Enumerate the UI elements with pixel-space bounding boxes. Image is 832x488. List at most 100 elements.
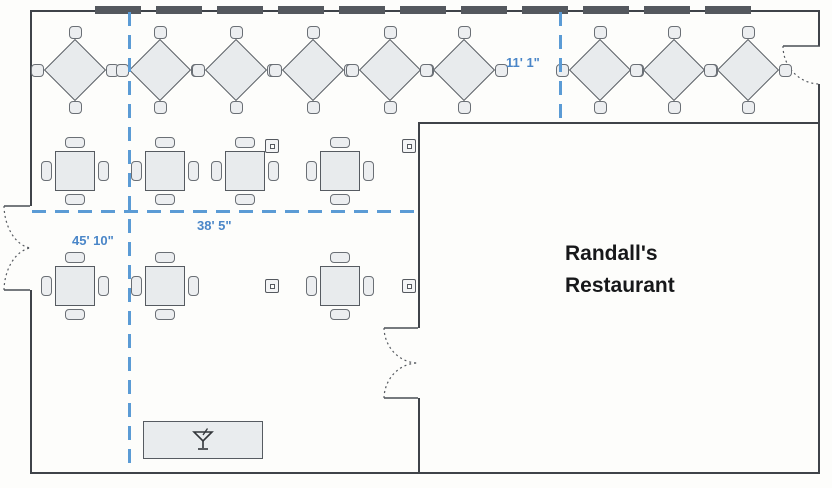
floor-marker-icon[interactable]: [402, 139, 416, 153]
chair-icon: [65, 252, 85, 263]
chair-icon: [330, 252, 350, 263]
room-name-line2: Restaurant: [565, 274, 675, 297]
dining-table-square[interactable]: [127, 133, 203, 209]
table-top: [320, 266, 360, 306]
chair-icon: [68, 26, 82, 39]
chair-icon: [41, 161, 52, 181]
table-top: [43, 38, 107, 102]
chair-icon: [41, 276, 52, 296]
table-top: [642, 38, 706, 102]
door-opening-restaurant: [415, 328, 423, 398]
chair-icon: [65, 194, 85, 205]
chair-icon: [630, 63, 643, 77]
dimension-line-horizontal: [32, 210, 420, 213]
chair-icon: [192, 63, 205, 77]
double-door-left-icon[interactable]: [3, 205, 31, 291]
dimension-line-vertical-main: [128, 12, 131, 470]
table-top: [225, 151, 265, 191]
chair-icon: [704, 63, 717, 77]
chair-icon: [68, 101, 82, 114]
floor-marker-icon[interactable]: [265, 279, 279, 293]
dining-table-diamond[interactable]: [703, 25, 793, 115]
chair-icon: [153, 26, 167, 39]
chair-icon: [383, 26, 397, 39]
table-top: [320, 151, 360, 191]
chair-icon: [268, 161, 279, 181]
table-top: [145, 266, 185, 306]
table-top: [145, 151, 185, 191]
restaurant-wall-top: [418, 122, 820, 124]
door-opening-top-right: [815, 46, 823, 84]
chair-icon: [383, 101, 397, 114]
dimension-line-vertical-gap: [559, 12, 562, 121]
chair-icon: [153, 101, 167, 114]
chair-icon: [188, 276, 199, 296]
chair-icon: [330, 194, 350, 205]
restaurant-wall-left: [418, 122, 420, 472]
chair-icon: [229, 26, 243, 39]
dining-table-square[interactable]: [37, 248, 113, 324]
chair-icon: [229, 101, 243, 114]
chair-icon: [306, 101, 320, 114]
chair-icon: [235, 194, 255, 205]
chair-icon: [330, 137, 350, 148]
dining-table-diamond[interactable]: [30, 25, 120, 115]
door-top-right-icon[interactable]: [782, 45, 821, 85]
chair-icon: [155, 137, 175, 148]
floor-marker-icon[interactable]: [402, 279, 416, 293]
chair-icon: [495, 63, 508, 77]
chair-icon: [306, 26, 320, 39]
table-top: [55, 266, 95, 306]
dining-table-square[interactable]: [127, 248, 203, 324]
chair-icon: [269, 63, 282, 77]
dining-table-square[interactable]: [302, 248, 378, 324]
dimension-label-room-width: 38' 5": [197, 218, 232, 233]
bar-counter[interactable]: [143, 421, 263, 459]
chair-icon: [98, 276, 109, 296]
wall-right: [818, 10, 820, 474]
chair-icon: [457, 26, 471, 39]
chair-icon: [155, 252, 175, 263]
floor-marker-icon[interactable]: [265, 139, 279, 153]
chair-icon: [65, 309, 85, 320]
dining-table-square[interactable]: [37, 133, 113, 209]
chair-icon: [667, 26, 681, 39]
chair-icon: [155, 309, 175, 320]
marker-symbol: [406, 283, 412, 289]
chair-icon: [211, 161, 222, 181]
chair-icon: [593, 101, 607, 114]
room-name-line1: Randall's: [565, 242, 658, 265]
chair-icon: [155, 194, 175, 205]
chair-icon: [188, 161, 199, 181]
dining-table-diamond[interactable]: [419, 25, 509, 115]
table-top: [204, 38, 268, 102]
chair-icon: [346, 63, 359, 77]
dining-table-square[interactable]: [302, 133, 378, 209]
chair-icon: [741, 26, 755, 39]
chair-icon: [65, 137, 85, 148]
chair-icon: [667, 101, 681, 114]
chair-icon: [593, 26, 607, 39]
chair-icon: [31, 63, 44, 77]
chair-icon: [457, 101, 471, 114]
wall-bottom: [30, 472, 820, 474]
dimension-label-room-height: 45' 10": [72, 233, 114, 248]
marker-symbol: [406, 143, 412, 149]
marker-symbol: [269, 143, 275, 149]
room-name-label: Randall's Restaurant: [565, 238, 675, 302]
table-top: [358, 38, 422, 102]
double-door-restaurant-icon[interactable]: [383, 327, 419, 399]
door-opening-left: [27, 206, 35, 290]
table-top: [281, 38, 345, 102]
table-top: [128, 38, 192, 102]
chair-icon: [98, 161, 109, 181]
table-top: [568, 38, 632, 102]
chair-icon: [779, 63, 792, 77]
dimension-label-top-gap: 11' 1": [506, 55, 540, 70]
table-top: [716, 38, 780, 102]
table-top: [55, 151, 95, 191]
dining-table-square[interactable]: [207, 133, 283, 209]
chair-icon: [306, 161, 317, 181]
